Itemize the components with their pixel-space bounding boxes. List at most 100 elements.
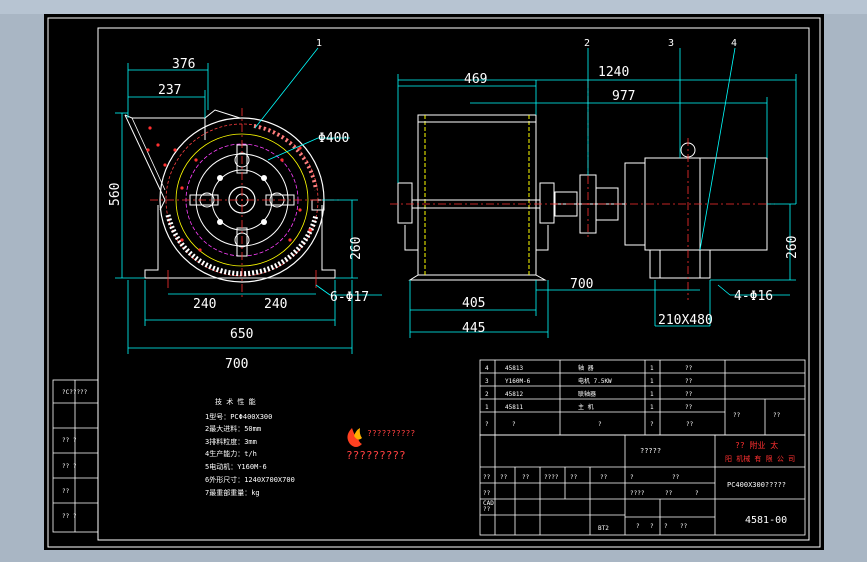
front-view — [124, 108, 340, 300]
bom-header-no: ? — [485, 421, 489, 428]
bom-row: 3 Y160M-6 电机 7.5KW 1 ?? — [485, 377, 693, 385]
bom-name: 主 机 — [578, 403, 594, 411]
strip-label-3: ?? ? — [62, 463, 77, 470]
company-name-1: ?? 附业 太 — [735, 440, 778, 450]
bom-no: 4 — [485, 365, 489, 372]
sheet-label-3: ? — [695, 490, 699, 497]
dim-260-front: 260 — [349, 237, 364, 260]
tb-cell-a2: ?? — [500, 474, 508, 481]
tech-line-2: 2最大进料：50mm — [205, 424, 261, 433]
ipt-label: BT2 — [598, 525, 609, 532]
strip-label-4: ?? — [62, 488, 70, 495]
tech-line-1: 1型号：PCΦ400X300 — [205, 412, 272, 421]
balloon-2: 2 — [584, 38, 590, 49]
bom-header-right-1: ?? — [733, 412, 741, 419]
sheet2-4: ?? — [680, 523, 688, 530]
sheet-label-2: ?? — [665, 490, 673, 497]
tech-line-3: 3排料粒度：3mm — [205, 437, 257, 446]
cad-label: CAD — [483, 500, 494, 507]
left-strip — [52, 379, 99, 533]
bom-header-right-2: ?? — [773, 412, 781, 419]
bom-name: 电机 7.5KW — [578, 377, 612, 385]
company-logo: ?????????? ????????? — [346, 428, 415, 462]
bom-name: 轴 器 — [578, 364, 594, 372]
bom-row: 2 45812 联轴器 1 ?? — [485, 390, 693, 398]
strip-label-5: ?? ? — [62, 513, 77, 520]
bom-code: 45813 — [505, 365, 523, 372]
drawing-number: 4581-00 — [745, 515, 787, 526]
logo-text-2: ????????? — [346, 449, 406, 462]
dim-210x480: 210X480 — [658, 313, 713, 328]
bom-row: 4 45813 轴 器 1 ?? — [485, 364, 693, 372]
title-block: ?? 附业 太 阳 机械 有 限 公 司 ????? PC400X300????… — [483, 440, 795, 532]
front-dim-lines — [115, 47, 382, 354]
bom-name: 联轴器 — [578, 390, 596, 398]
drawing-name: PC400X300????? — [727, 481, 786, 489]
sheet-label-1: ???? — [630, 490, 645, 497]
bom-note: ?? — [685, 378, 693, 385]
sheet2-2: ? — [650, 523, 654, 530]
scale-value: ?? — [672, 474, 680, 481]
tech-notes: 技 术 性 能 1型号：PCΦ400X300 2最大进料：50mm 3排料粒度：… — [205, 397, 295, 497]
bom-table: 4 45813 轴 器 1 ?? 3 Y160M-6 电机 7.5KW 1 ??… — [485, 364, 781, 428]
tb-cell-a4: ???? — [544, 474, 559, 481]
bom-qty: 1 — [650, 391, 654, 398]
bom-code: Y160M-6 — [505, 378, 531, 385]
tb-cell-a5: ?? — [570, 474, 578, 481]
balloon-3: 3 — [668, 38, 674, 49]
dim-405: 405 — [462, 296, 485, 311]
side-dim-lines — [397, 47, 797, 338]
bom-code: 45812 — [505, 391, 523, 398]
bom-qty: 1 — [650, 378, 654, 385]
company-name-2: 阳 机械 有 限 公 司 — [725, 454, 795, 463]
dim-260-side: 260 — [785, 236, 800, 259]
bom-qty: 1 — [650, 365, 654, 372]
tb-cell-a3: ?? — [522, 474, 530, 481]
dim-469: 469 — [464, 72, 487, 87]
tech-title: 技 术 性 能 — [215, 397, 256, 406]
strip-label-1: ?C????? — [62, 389, 88, 396]
dim-1240: 1240 — [598, 65, 629, 80]
tb-cell-b2: ?? — [483, 506, 491, 513]
bom-no: 3 — [485, 378, 489, 385]
logo-text-1: ?????????? — [367, 429, 415, 438]
dim-700-side: 700 — [570, 277, 593, 292]
dim-240-left: 240 — [193, 297, 216, 312]
bom-code: 45811 — [505, 404, 523, 411]
bom-row: 1 45811 主 机 1 ?? — [485, 403, 693, 411]
dim-240-right: 240 — [264, 297, 287, 312]
bom-qty: 1 — [650, 404, 654, 411]
dim-700-front: 700 — [225, 357, 248, 372]
bom-header-note: ?? — [686, 421, 694, 428]
tb-cell-a1: ?? — [483, 474, 491, 481]
tech-line-6: 6外形尺寸：1240X700X700 — [205, 475, 295, 484]
scale-label: ? — [630, 474, 634, 481]
bom-header-name: ? — [598, 421, 602, 428]
dim-650: 650 — [230, 327, 253, 342]
tb-cell-a6: ?? — [600, 474, 608, 481]
dim-445: 445 — [462, 321, 485, 336]
sheet2-3: ? — [664, 523, 668, 530]
bom-no: 2 — [485, 391, 489, 398]
tech-line-5: 5电动机：Y160M-6 — [205, 462, 267, 471]
bom-note: ?? — [685, 365, 693, 372]
strip-label-2: ?? ? — [62, 437, 77, 444]
title-qmark: ????? — [640, 447, 661, 455]
dim-phi400: Φ400 — [318, 131, 349, 146]
dim-977: 977 — [612, 89, 635, 104]
bom-header-code: ? — [512, 421, 516, 428]
bom-no: 1 — [485, 404, 489, 411]
sheet2-1: ? — [636, 523, 640, 530]
dim-4-phi16: 4-Φ16 — [734, 289, 773, 304]
tb-cell-b1: ?? — [483, 490, 491, 497]
balloon-1: 1 — [316, 38, 322, 49]
dim-237: 237 — [158, 83, 181, 98]
bom-note: ?? — [685, 391, 693, 398]
tech-line-7: 7最重部重量：kg — [205, 488, 260, 497]
tech-line-4: 4生产能力：t/h — [205, 449, 257, 458]
dim-376: 376 — [172, 57, 195, 72]
dim-560: 560 — [108, 183, 123, 206]
title-block-grid — [479, 359, 806, 536]
dim-6-phi17: 6-Φ17 — [330, 290, 369, 305]
